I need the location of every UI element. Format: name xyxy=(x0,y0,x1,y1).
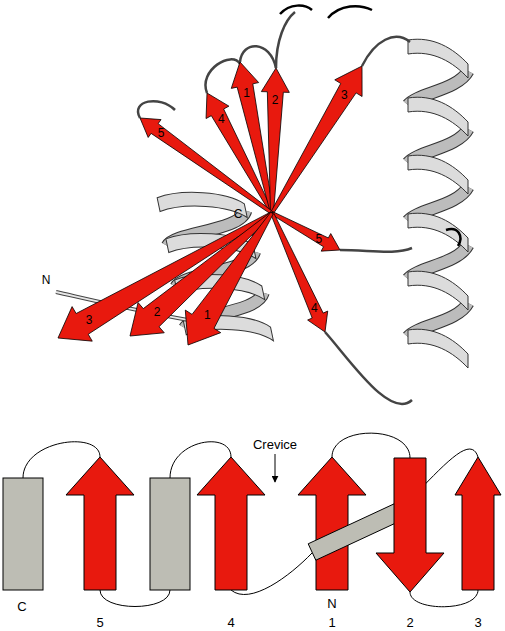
strand-arrow xyxy=(66,457,134,590)
helix-group xyxy=(157,39,468,368)
strand-number: 5 xyxy=(158,127,165,139)
loop xyxy=(340,248,412,252)
strand-number: 2 xyxy=(154,306,161,318)
strand-number: 5 xyxy=(96,616,103,629)
strand-number: 2 xyxy=(406,616,413,629)
helix-front xyxy=(408,329,468,368)
helix-front xyxy=(408,271,468,310)
loop xyxy=(332,433,410,458)
strand-number: 1 xyxy=(204,309,211,321)
chain-break xyxy=(446,229,460,246)
strand-number: 3 xyxy=(86,314,93,326)
strand-number: 3 xyxy=(474,616,481,629)
chain-break xyxy=(328,6,372,18)
helix-front xyxy=(408,155,468,194)
helix-front xyxy=(408,213,468,252)
strand-arrow xyxy=(140,118,273,214)
annotation: Crevice xyxy=(253,438,297,451)
hairpin-loop xyxy=(240,46,276,68)
loop xyxy=(325,332,412,404)
chain-break xyxy=(280,6,312,14)
terminus-label: C xyxy=(17,600,26,613)
helix-box xyxy=(3,478,43,590)
loop xyxy=(276,12,295,68)
loop xyxy=(138,101,175,118)
topology-diagram xyxy=(3,433,501,607)
terminus-label: C xyxy=(234,208,243,220)
strand-arrow xyxy=(376,458,444,592)
helix-front xyxy=(408,97,468,136)
pointer-arrow xyxy=(275,454,276,482)
strand-number: 1 xyxy=(328,616,335,629)
strand-number: 4 xyxy=(227,616,234,629)
strand-arrow xyxy=(455,457,501,590)
terminus-label: N xyxy=(327,597,336,610)
strand-number: 5 xyxy=(316,233,323,245)
strand-number: 4 xyxy=(311,302,318,314)
loop-group xyxy=(56,6,460,404)
helix xyxy=(408,39,468,368)
strand-number: 4 xyxy=(218,113,225,125)
strand-arrow xyxy=(185,212,273,345)
helix-box xyxy=(308,504,402,560)
helix-front xyxy=(408,39,468,78)
loop xyxy=(362,37,410,66)
strand-fan xyxy=(58,62,362,345)
terminus-label: N xyxy=(42,274,51,286)
strand-arrow xyxy=(271,212,328,332)
strand-arrow xyxy=(197,457,265,590)
loop xyxy=(410,590,478,607)
loop xyxy=(100,590,170,607)
strand-arrow xyxy=(271,66,362,214)
strand-number: 1 xyxy=(243,87,250,99)
strand-number: 3 xyxy=(341,89,348,101)
strand-number: 2 xyxy=(272,94,279,106)
helix-box xyxy=(150,478,190,590)
